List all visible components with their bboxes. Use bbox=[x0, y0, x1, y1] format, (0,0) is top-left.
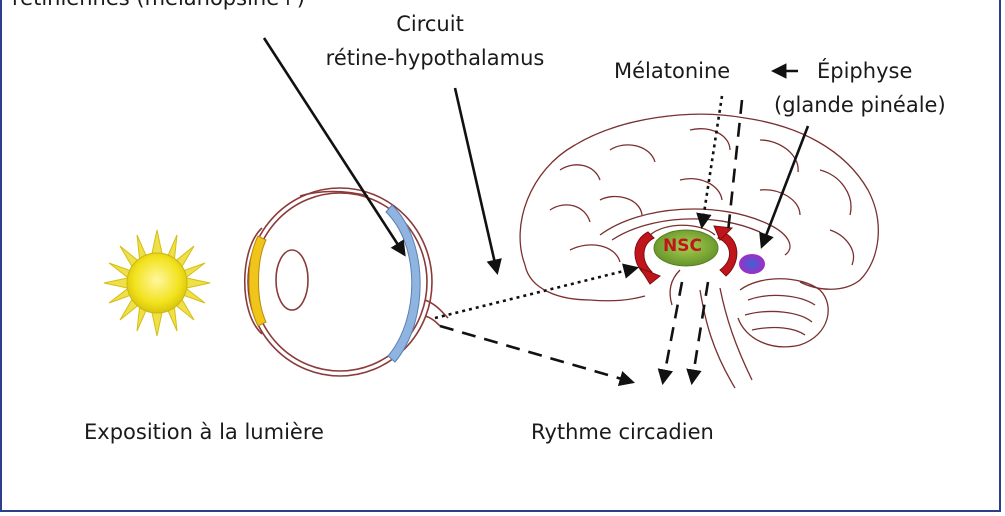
nsc-nucleus bbox=[653, 229, 719, 267]
nsc-label: NSC bbox=[663, 236, 702, 256]
retinal-cells-label: rétiniennes (mélanopsine+) bbox=[12, 0, 305, 11]
rythme-label: Rythme circadien bbox=[531, 420, 714, 444]
circuit-label-line2: rétine-hypothalamus bbox=[325, 46, 545, 70]
epiphyse-label-line1: Épiphyse bbox=[817, 59, 913, 83]
circular-arrows-icon bbox=[634, 225, 738, 285]
circuit-label-line1: Circuit bbox=[396, 12, 464, 36]
epiphyse-label-line2: (glande pinéale) bbox=[774, 93, 946, 117]
arrows bbox=[262, 37, 810, 386]
pineal-gland bbox=[739, 254, 765, 274]
brain-diagram bbox=[519, 113, 879, 389]
melatonine-label: Mélatonine bbox=[614, 59, 731, 83]
sun-icon bbox=[103, 229, 211, 337]
exposition-label: Exposition à la lumière bbox=[84, 420, 324, 444]
eye-diagram bbox=[243, 187, 449, 377]
